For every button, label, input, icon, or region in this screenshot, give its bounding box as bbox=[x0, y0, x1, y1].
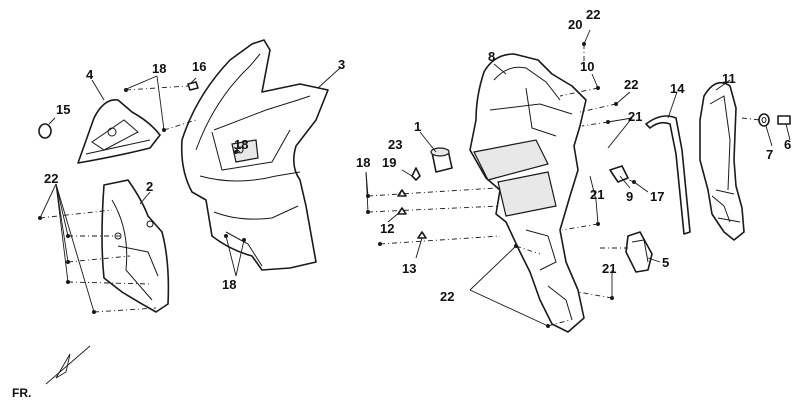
callout-19: 18 bbox=[356, 155, 371, 170]
part-9-clip bbox=[609, 165, 629, 183]
callout-22-right: 22 bbox=[624, 77, 639, 92]
callout-23: 23 bbox=[388, 137, 403, 152]
callout-9: 9 bbox=[626, 189, 634, 204]
callout-10: 10 bbox=[580, 59, 595, 74]
front-direction-arrow bbox=[45, 345, 91, 385]
callout-18-upper: 18 bbox=[152, 61, 167, 76]
callout-21-top: 20 bbox=[568, 17, 583, 32]
callout-3: 3 bbox=[338, 57, 346, 72]
callout-14: 14 bbox=[670, 81, 685, 96]
callout-4: 4 bbox=[86, 67, 94, 82]
callout-12: 12 bbox=[380, 221, 395, 236]
callout-16: 16 bbox=[192, 59, 207, 74]
part-7-grommet bbox=[758, 113, 770, 127]
callout-21-right: 21 bbox=[628, 109, 643, 124]
part-1-cap bbox=[430, 147, 453, 173]
part-2-inner-panel bbox=[101, 179, 170, 313]
callout-18-lower: 18 bbox=[222, 277, 237, 292]
callout-8: 8 bbox=[488, 49, 496, 64]
callout-2: 2 bbox=[146, 179, 154, 194]
callout-21-bottom: 21 bbox=[602, 261, 617, 276]
callout-15: 15 bbox=[56, 102, 71, 117]
part-5-bracket bbox=[625, 231, 653, 273]
callout-13: 13 bbox=[402, 261, 417, 276]
part-8-inner-panel bbox=[469, 53, 587, 333]
callout-20: 19 bbox=[382, 155, 397, 170]
callout-7: 7 bbox=[766, 147, 774, 162]
part-6-screw bbox=[777, 115, 791, 125]
part-15-ring bbox=[38, 123, 52, 139]
leader-lines bbox=[39, 29, 791, 327]
callout-11: 11 bbox=[722, 71, 736, 86]
callout-22-bottom: 22 bbox=[440, 289, 455, 304]
assembly-axes bbox=[39, 44, 761, 327]
callout-1: 1 bbox=[414, 119, 422, 134]
part-14-seal-strip bbox=[645, 115, 691, 235]
callout-22-left: 22 bbox=[44, 171, 59, 186]
part-4-upper-cover bbox=[77, 99, 161, 164]
front-direction-label: FR. bbox=[12, 386, 32, 400]
callout-5: 5 bbox=[662, 255, 670, 270]
callout-22-top: 22 bbox=[586, 7, 601, 22]
callout-21-middle: 21 bbox=[590, 187, 605, 202]
callout-18-middle: 18 bbox=[234, 137, 249, 152]
part-3-front-shield bbox=[180, 39, 329, 271]
part-11-side-panel bbox=[699, 81, 745, 241]
callout-17: 17 bbox=[650, 189, 665, 204]
callout-6: 6 bbox=[784, 137, 792, 152]
